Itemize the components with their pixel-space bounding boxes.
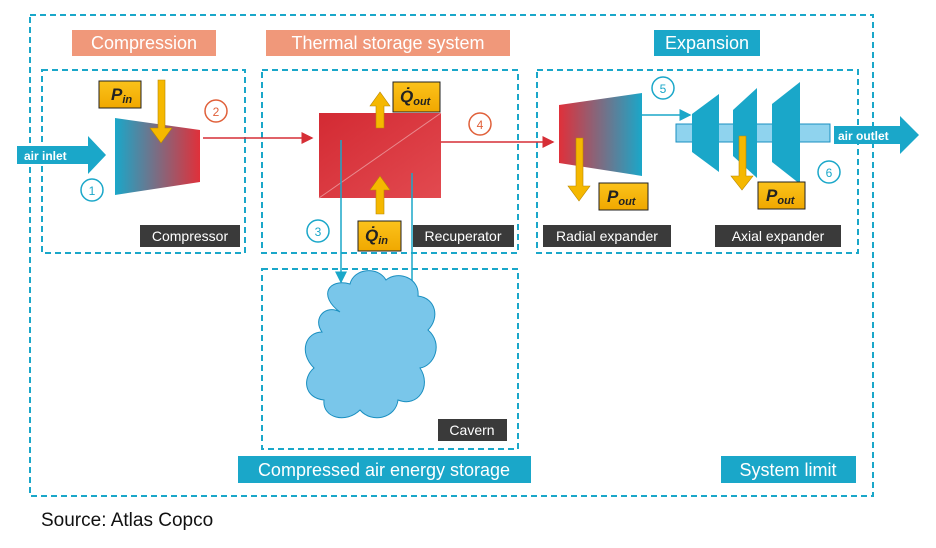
point-6 [817, 160, 841, 184]
p-out-radial-arrow [567, 137, 591, 202]
expansion-boundary [536, 69, 859, 254]
p-out-radial-label: Pout [607, 187, 637, 208]
cavern-cloud [304, 270, 437, 419]
point-2-label: 2 [213, 105, 220, 119]
axial-expander-label-bg [715, 225, 841, 247]
compressor-label-bg [140, 225, 240, 247]
compression-header-bg [72, 30, 216, 56]
expansion-header-bg [654, 30, 760, 56]
point-5-label: 5 [660, 82, 667, 96]
q-in-label: Q̇in [365, 226, 388, 247]
compression-header: Compression [91, 33, 197, 53]
recuperator-label: Recuperator [424, 228, 501, 244]
caes-header: Compressed air energy storage [258, 460, 510, 480]
thermal-storage-header: Thermal storage system [291, 33, 484, 53]
compressor-label: Compressor [152, 228, 229, 244]
cavern-label-bg [438, 419, 507, 441]
system-limit-header: System limit [739, 460, 836, 480]
p-out-axial-box [757, 181, 806, 210]
cavern-label: Cavern [449, 422, 494, 438]
axial-stage-3 [772, 82, 800, 184]
air-inlet-arrow [17, 136, 106, 174]
axial-stage-1 [692, 94, 719, 172]
source-caption: Source: Atlas Copco [41, 510, 214, 531]
air-inlet-label: air inlet [24, 149, 67, 163]
p-out-axial-label: Pout [766, 186, 796, 207]
p-in-box [98, 80, 142, 109]
p-in-label: Pin [111, 85, 132, 106]
point-1 [80, 178, 104, 202]
system-limit-header-bg [721, 456, 856, 483]
caes-boundary [261, 268, 519, 450]
q-out-arrow [369, 91, 391, 129]
recuperator-diagonal [318, 112, 442, 199]
radial-expander-label-bg [543, 225, 671, 247]
point-1-label: 1 [89, 184, 96, 198]
point-4 [468, 112, 492, 136]
q-in-arrow [369, 175, 391, 215]
point-3-label: 3 [315, 225, 322, 239]
point-5 [651, 76, 675, 100]
caes-header-bg [238, 456, 531, 483]
p-out-axial-arrow [730, 135, 754, 191]
q-in-box [357, 220, 402, 252]
air-outlet-arrow [834, 116, 919, 154]
q-out-label: Q̇out [400, 87, 432, 108]
recuperator-label-bg [413, 225, 514, 247]
point-2 [204, 99, 228, 123]
axial-expander-label: Axial expander [732, 228, 825, 244]
thermal-storage-header-bg [266, 30, 510, 56]
p-in-arrow [149, 79, 173, 144]
point-4-label: 4 [477, 118, 484, 132]
point-6-label: 6 [826, 166, 833, 180]
p-out-radial-box [598, 182, 649, 211]
radial-expander-shape [559, 93, 642, 176]
radial-expander-label: Radial expander [556, 228, 658, 244]
air-outlet-label: air outlet [838, 129, 889, 143]
expansion-header: Expansion [665, 33, 749, 53]
point-3 [306, 219, 330, 243]
system-limit-boundary [29, 14, 874, 497]
q-out-box [392, 81, 441, 113]
compressor-shape [115, 118, 200, 195]
